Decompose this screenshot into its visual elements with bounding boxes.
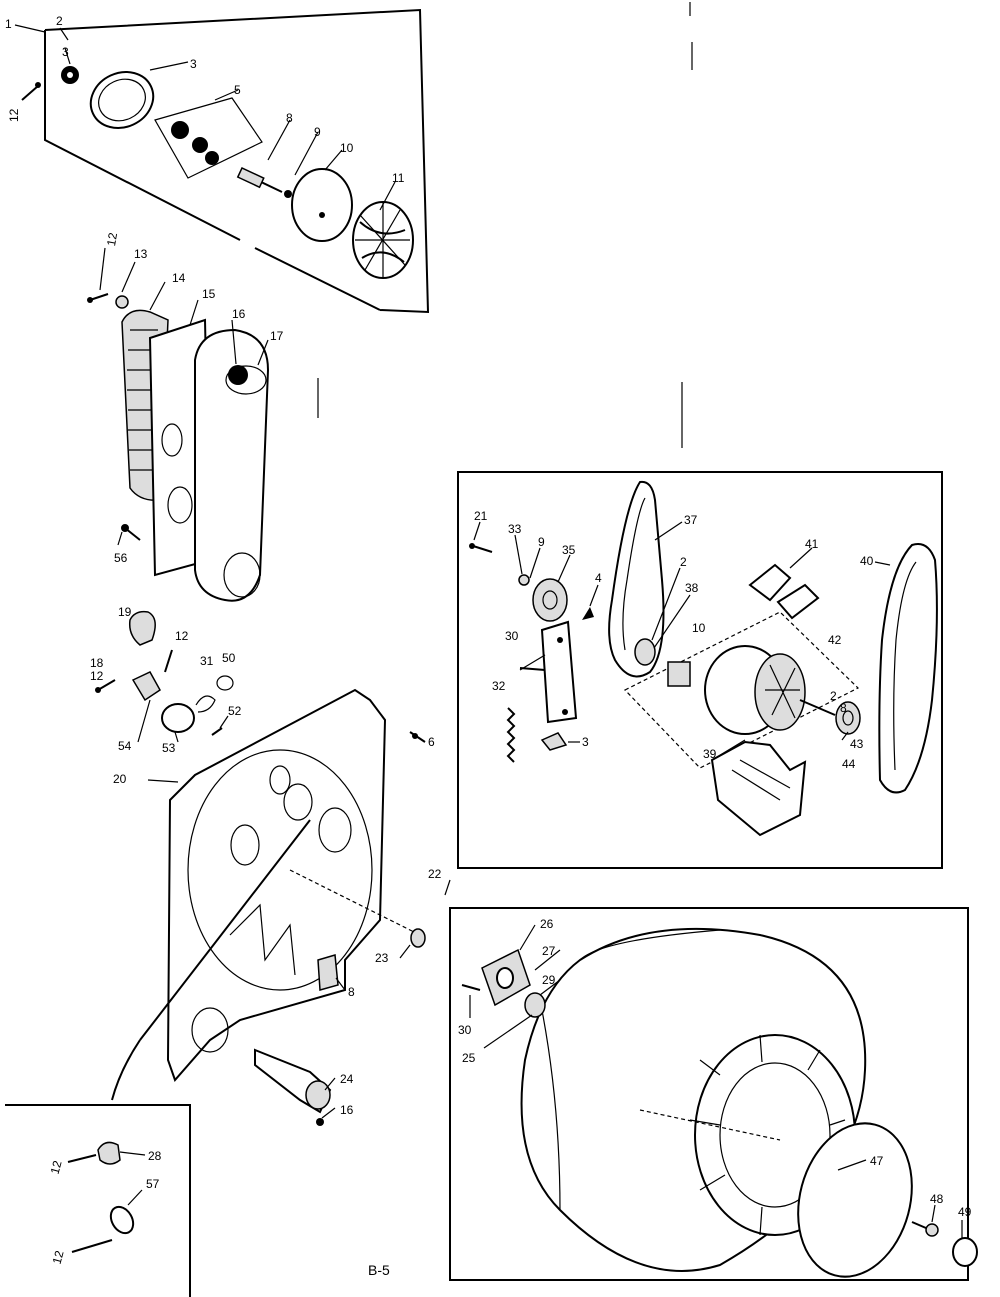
callout-50: 50: [222, 651, 236, 665]
callout-3-ring: 3: [190, 57, 197, 71]
callout-11: 11: [392, 171, 405, 185]
callout-31: 31: [200, 654, 214, 668]
callout-54: 54: [118, 739, 132, 753]
motor-mount: [710, 740, 807, 837]
bracket-part: [131, 671, 161, 702]
callout-38: 38: [685, 581, 699, 595]
callout-53: 53: [162, 741, 176, 755]
callout-23: 23: [375, 951, 389, 965]
small-parts-group: 19 12 18 12 31 50 52 54 53: [90, 605, 242, 755]
top-assembly-group: 1 2 3 3 5 8 9 10 11 12: [5, 8, 430, 314]
drive-belt-long: [878, 543, 938, 794]
callout-2-motor: 2: [830, 689, 837, 703]
callout-43: 43: [850, 737, 864, 751]
callout-21: 21: [474, 509, 488, 523]
callout-5: 5: [234, 83, 241, 97]
callout-18: 18: [90, 656, 104, 670]
callout-12-clip: 12: [175, 629, 189, 643]
callout-56: 56: [114, 551, 128, 565]
callout-12-inset-bottom: 12: [50, 1249, 67, 1266]
duct-assembly-group: 12 13 14 15 16 17 56: [87, 231, 284, 602]
page-code: B-5: [368, 1262, 390, 1278]
motor-assembly-group: 21 33 9 35 4 37 2 38 41 40 30 10 42 32 3…: [457, 471, 943, 869]
callout-8-motor: 8: [840, 701, 847, 715]
callout-12-bracket: 12: [90, 669, 104, 683]
callout-14: 14: [172, 271, 186, 285]
callout-2-pulley: 2: [680, 555, 687, 569]
callout-13: 13: [134, 247, 148, 261]
callout-25: 25: [462, 1051, 476, 1065]
callout-29: 29: [542, 973, 556, 987]
callout-10-motor: 10: [692, 621, 706, 635]
callout-37: 37: [684, 513, 698, 527]
disc-part: [291, 168, 353, 242]
callout-20: 20: [113, 772, 127, 786]
motor-pulley: [835, 701, 861, 735]
inset-box-group: 12 28 57 12: [5, 1104, 191, 1297]
idler-pulley: [532, 578, 568, 622]
idler-bracket: [540, 620, 578, 724]
panel-opening: [187, 749, 373, 991]
callout-42: 42: [828, 633, 842, 647]
callout-27: 27: [542, 944, 556, 958]
callout-12-duct: 12: [104, 231, 120, 247]
top-assembly-box: [44, 8, 430, 314]
callout-35: 35: [562, 543, 576, 557]
callout-10: 10: [340, 141, 354, 155]
callout-3: 3: [62, 45, 69, 59]
callout-47: 47: [870, 1154, 884, 1168]
plate-part: [154, 97, 263, 179]
callout-9: 9: [314, 125, 321, 139]
callout-2: 2: [56, 14, 63, 28]
callout-30: 30: [505, 629, 519, 643]
callout-49: 49: [958, 1205, 972, 1219]
drum-cap: [952, 1237, 978, 1267]
callout-28: 28: [148, 1149, 162, 1163]
cover-part: [161, 703, 195, 733]
callout-44: 44: [842, 757, 856, 771]
callout-52: 52: [228, 704, 242, 718]
callout-33: 33: [508, 522, 522, 536]
fan-part: [352, 201, 414, 279]
ring-part: [89, 71, 155, 129]
callout-16: 16: [232, 307, 246, 321]
callout-8: 8: [286, 111, 293, 125]
drum-assembly-box: [449, 907, 969, 1281]
callout-22: 22: [428, 867, 442, 881]
bulb-part: [128, 610, 156, 646]
callout-6: 6: [428, 735, 435, 749]
callout-12-top: 12: [7, 108, 21, 122]
callout-40: 40: [860, 554, 874, 568]
motor-assembly-box: [457, 471, 943, 869]
callout-57: 57: [146, 1177, 160, 1191]
motor-box: [624, 611, 860, 769]
motor-switch: [748, 563, 792, 602]
callout-16-panel: 16: [340, 1103, 354, 1117]
rear-panel-group: 20 6 23 8 24 16: [111, 688, 435, 1126]
callout-4: 4: [595, 571, 602, 585]
callout-15: 15: [202, 287, 216, 301]
idler-spring: [506, 707, 516, 763]
callout-41: 41: [805, 537, 819, 551]
callout-8-panel: 8: [348, 985, 355, 999]
callout-30-drum: 30: [458, 1023, 472, 1037]
callout-32: 32: [492, 679, 506, 693]
callout-12-inset-top: 12: [48, 1159, 65, 1176]
callout-24: 24: [340, 1072, 354, 1086]
callout-9-motor: 9: [538, 535, 545, 549]
drum-assembly-group: 22 26 27 29 30 25 47 48 49: [428, 867, 978, 1281]
inset-box: [5, 1104, 191, 1297]
callout-17: 17: [270, 329, 284, 343]
callout-39: 39: [703, 747, 717, 761]
drum-seal: [797, 1122, 913, 1278]
thermostat-part: [228, 365, 248, 385]
callout-48: 48: [930, 1192, 944, 1206]
callout-26: 26: [540, 917, 554, 931]
callout-19: 19: [118, 605, 132, 619]
callout-1: 1: [5, 17, 12, 31]
rear-panel: [166, 688, 387, 1082]
callout-3-motor: 3: [582, 735, 589, 749]
